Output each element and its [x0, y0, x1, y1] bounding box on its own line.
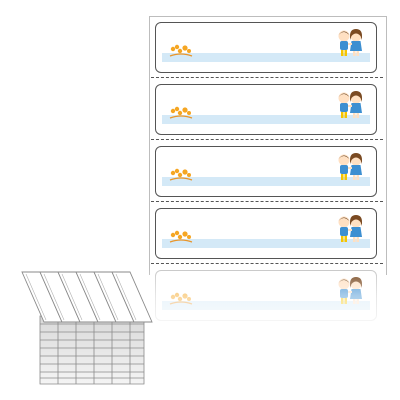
- children-icon: [338, 153, 362, 180]
- children-icon: [338, 29, 362, 56]
- perforation-line: [151, 201, 383, 202]
- flower-icon: [169, 168, 193, 181]
- flower-icon: [169, 106, 193, 119]
- flower-icon: [169, 230, 193, 243]
- label-2: [155, 84, 377, 135]
- label-stack-illustration: [21, 271, 153, 385]
- label-band: [162, 53, 370, 62]
- label-1: [155, 22, 377, 73]
- label-band: [162, 239, 370, 248]
- children-icon: [338, 215, 362, 242]
- perforation-line: [151, 263, 383, 264]
- label-sheet: [149, 16, 387, 338]
- label-band: [162, 177, 370, 186]
- label-3: [155, 146, 377, 197]
- children-icon: [338, 91, 362, 118]
- perforation-line: [151, 77, 383, 78]
- label-4: [155, 208, 377, 259]
- flower-icon: [169, 44, 193, 57]
- perforation-line: [151, 139, 383, 140]
- fade-overlay: [149, 268, 385, 338]
- label-band: [162, 115, 370, 124]
